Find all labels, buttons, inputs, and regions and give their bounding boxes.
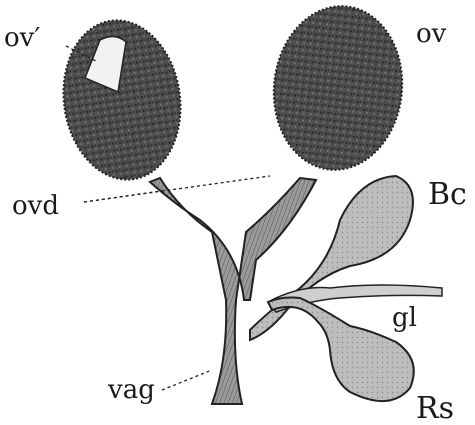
left-ovary	[53, 13, 190, 188]
label-ov: ov	[416, 19, 447, 49]
right-ovary	[266, 0, 410, 176]
oviducts	[150, 178, 316, 404]
label-ovd: ovd	[12, 191, 59, 221]
label-bc: Bc	[428, 177, 467, 212]
label-rs: Rs	[416, 391, 454, 425]
vag-pointer	[162, 370, 212, 390]
label-vag: vag	[107, 375, 155, 405]
label-ov-prime: ov′	[4, 23, 40, 53]
ovd-pointer-right	[84, 176, 270, 202]
label-gl: gl	[392, 303, 417, 333]
